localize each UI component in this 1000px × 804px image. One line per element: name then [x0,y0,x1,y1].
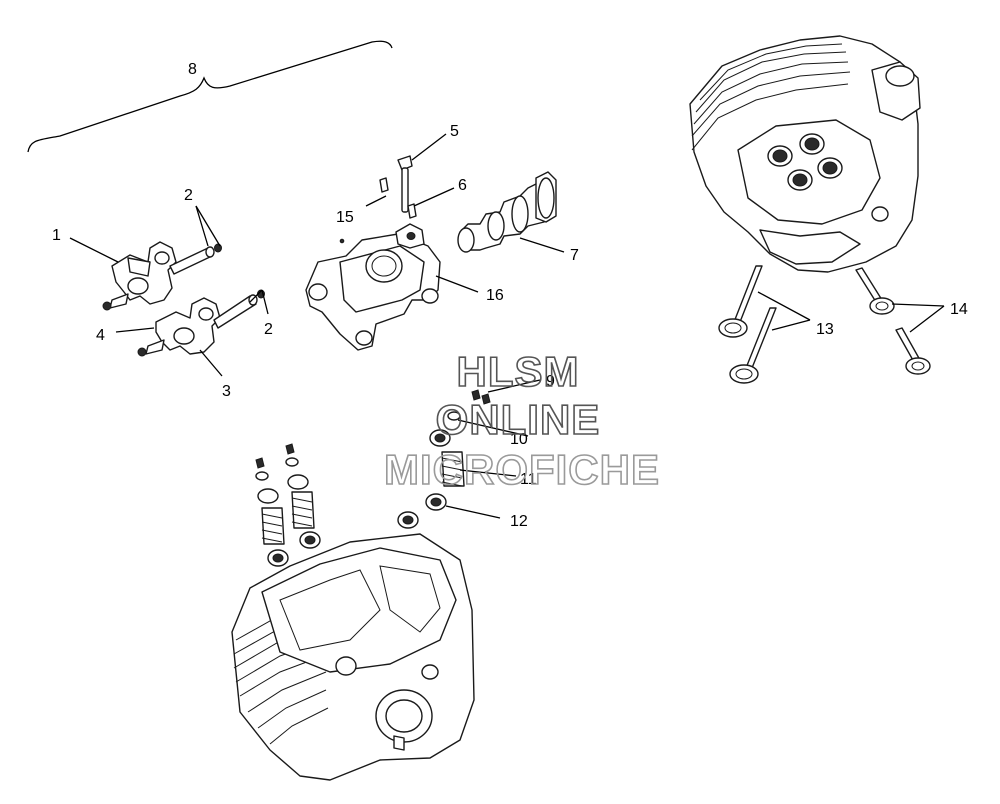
callout-15: 15 [336,209,354,226]
callout-labels: 8 1 2 2 4 3 5 6 15 7 16 9 10 11 12 13 14 [52,61,968,530]
exhaust-valves [855,267,931,375]
callout-4: 4 [96,327,105,344]
callout-7: 7 [570,247,579,264]
rocker-arm-lower [137,289,265,357]
callout-2-lower: 2 [264,321,273,338]
callout-10: 10 [510,431,528,448]
assembly-bracket [27,40,393,153]
intake-valves [718,265,777,384]
rocker-arm-upper [102,241,222,311]
callout-13: 13 [816,321,834,338]
callout-2-upper: 2 [184,187,193,204]
callout-9: 9 [546,373,555,390]
callout-8: 8 [188,61,197,78]
watermark-line-2: ONLINE [436,396,601,443]
callout-14: 14 [950,301,968,318]
leader-lines [69,133,945,519]
callout-1: 1 [52,227,61,244]
callout-12: 12 [510,513,528,530]
valve-spring-stack-left [255,443,321,567]
callout-11: 11 [520,471,537,488]
cylinder-head-lower [231,533,475,781]
valve-spring-stack [397,389,491,529]
camshaft [457,171,557,253]
callout-3: 3 [222,383,231,400]
callout-5: 5 [450,123,459,140]
cylinder-head-right [689,35,921,273]
camshaft-holder [305,223,441,351]
watermark-line-3: MICROFICHE [384,446,660,493]
watermark: HLSM ONLINE MICROFICHE [383,347,660,494]
callout-16: 16 [486,287,504,304]
callout-6: 6 [458,177,467,194]
watermark-line-1: HLSM [457,348,580,395]
bolts-and-pins [379,155,417,219]
